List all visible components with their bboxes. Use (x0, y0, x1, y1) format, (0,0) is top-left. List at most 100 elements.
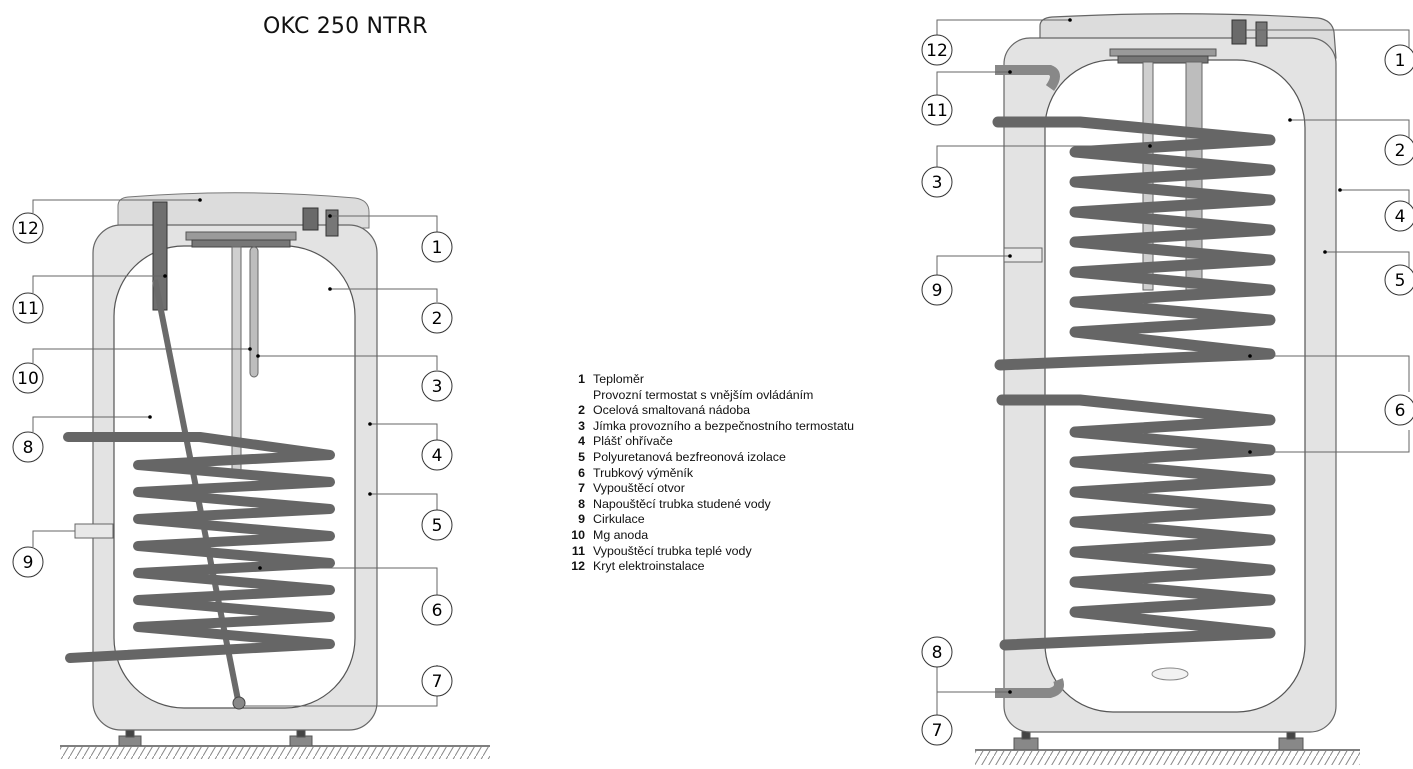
right-callout-3: 3 (921, 166, 953, 198)
legend-label: Trubkový výměník (593, 465, 694, 480)
legend-number: 9 (578, 512, 585, 527)
legend-number: 5 (578, 449, 585, 464)
legend-label: Ocelová smaltovaná nádoba (593, 403, 751, 418)
legend-item-12: 12 Kryt elektroinstalace (563, 559, 854, 575)
svg-text:5: 5 (432, 516, 443, 536)
svg-text:8: 8 (932, 643, 943, 663)
right-callout-5: 5 (1384, 264, 1413, 296)
left-leader-lines (32, 199, 438, 707)
legend-item-1: 1 Teploměr (563, 372, 854, 388)
left-callouts: 12 11 10 8 9 1 2 3 4 5 6 7 (12, 212, 453, 697)
legend-number: 3 (578, 418, 585, 433)
legend-item-4: 4 Plášť ohřívače (563, 434, 854, 450)
right-lower-coil (996, 394, 1276, 651)
left-heat-exchanger-coil (63, 432, 335, 663)
legend-label: Vypouštěcí trubka teplé vody (593, 543, 752, 558)
svg-text:2: 2 (432, 309, 443, 329)
svg-text:3: 3 (932, 173, 943, 193)
right-callout-6: 6 (1384, 394, 1413, 426)
legend-number: 1 (578, 372, 585, 386)
svg-text:2: 2 (1395, 141, 1406, 161)
svg-text:8: 8 (23, 438, 34, 458)
legend-item-3: 3 Jímka provozního a bezpečnostního term… (563, 419, 854, 435)
svg-text:7: 7 (932, 721, 943, 741)
right-callout-11: 11 (921, 94, 953, 126)
svg-text:6: 6 (1395, 401, 1406, 421)
right-ground-hatch (975, 751, 1360, 765)
left-callout-8: 8 (12, 431, 44, 463)
right-callout-2: 2 (1384, 134, 1413, 166)
right-callouts: 12 11 3 9 8 7 1 2 4 5 6 (921, 34, 1413, 746)
right-callout-4: 4 (1384, 200, 1413, 232)
left-callout-12: 12 (12, 212, 44, 244)
right-feet (1013, 727, 1304, 751)
right-thermometer (1231, 19, 1247, 45)
legend-number: 4 (578, 434, 585, 449)
left-circulation-port (74, 523, 114, 539)
right-callout-9: 9 (921, 274, 953, 306)
diagram-title: OKC 250 NTRR (263, 14, 428, 39)
svg-text:1: 1 (432, 238, 443, 258)
svg-text:6: 6 (432, 601, 443, 621)
left-flange (185, 231, 297, 241)
legend-item-7: 7 Vypouštěcí otvor (563, 481, 854, 497)
left-heater: 12 11 10 8 9 1 2 3 4 5 6 7 (12, 192, 490, 759)
left-callout-10: 10 (12, 362, 44, 394)
legend-item-11: 11 Vypouštěcí trubka teplé vody (563, 544, 854, 560)
right-hot-water-pipe (995, 65, 1060, 91)
legend-item-1-continuation: Provozní termostat s vnějším ovládáním (593, 387, 814, 402)
legend-number: 7 (578, 481, 585, 496)
left-callout-6: 6 (421, 594, 453, 626)
left-thermometer (302, 207, 319, 231)
legend-number: 10 (571, 527, 585, 542)
svg-text:4: 4 (432, 446, 443, 466)
legend-label: Napouštěcí trubka studené vody (593, 496, 771, 511)
left-callout-4: 4 (421, 439, 453, 471)
legend-item-8: 8 Napouštěcí trubka studené vody (563, 497, 854, 513)
left-callout-5: 5 (421, 509, 453, 541)
legend-label: Teploměr (593, 372, 644, 386)
legend-label: Kryt elektroinstalace (593, 559, 705, 574)
left-mg-anode (231, 246, 242, 471)
left-callout-3: 3 (421, 370, 453, 402)
right-callout-12: 12 (921, 34, 953, 66)
left-callout-1: 1 (421, 231, 453, 263)
right-callout-7: 7 (921, 714, 953, 746)
legend-label: Plášť ohřívače (593, 434, 673, 449)
left-drain-opening (232, 696, 246, 710)
legend-item-10: 10 Mg anoda (563, 528, 854, 544)
right-callout-1: 1 (1384, 44, 1413, 76)
legend-label: Mg anoda (593, 527, 649, 542)
svg-text:7: 7 (432, 672, 443, 692)
svg-text:9: 9 (23, 553, 34, 573)
legend-item-2: 2 Ocelová smaltovaná nádoba (563, 403, 854, 419)
svg-text:1: 1 (1395, 51, 1406, 71)
right-callout-8: 8 (921, 636, 953, 668)
svg-text:12: 12 (17, 219, 39, 239)
legend-item-9: 9 Cirkulace (563, 512, 854, 528)
svg-text:12: 12 (926, 41, 948, 61)
right-upper-coil (992, 116, 1276, 371)
right-circulation-port (1003, 247, 1043, 263)
legend-number: 11 (571, 543, 585, 558)
svg-text:11: 11 (17, 299, 39, 319)
left-callout-2: 2 (421, 302, 453, 334)
svg-text:10: 10 (17, 369, 39, 389)
right-drain-ellipse (1151, 667, 1189, 681)
left-callout-11: 11 (12, 292, 44, 324)
right-flange (1109, 48, 1217, 57)
left-thermostat-well (249, 246, 259, 378)
legend-label: Jímka provozního a bezpečnostního termos… (593, 418, 855, 433)
legend-number: 2 (578, 403, 585, 418)
legend-label: Polyuretanová bezfreonová izolace (593, 449, 786, 464)
legend-label: Vypouštěcí otvor (593, 481, 685, 496)
svg-text:4: 4 (1395, 207, 1406, 227)
right-cold-water-pipe (995, 678, 1064, 698)
right-heater: 12 11 3 9 8 7 1 2 4 5 6 (921, 13, 1413, 765)
legend-number: 6 (578, 465, 585, 480)
left-callout-7: 7 (421, 665, 453, 697)
legend-label: Cirkulace (593, 512, 645, 527)
left-ground-hatch (60, 747, 490, 759)
legend: 1 Teploměr Provozní termostat s vnějším … (563, 372, 854, 575)
